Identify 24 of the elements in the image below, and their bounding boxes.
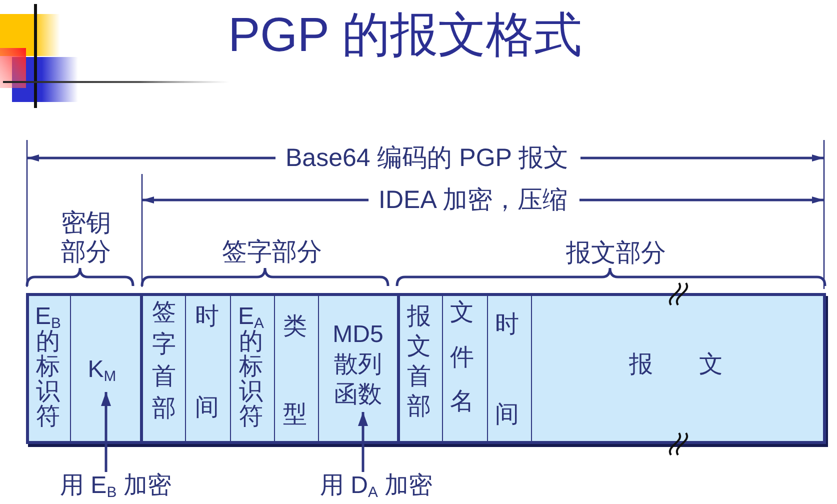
field-label: K$_{M}$ — [86, 356, 118, 384]
field-label: 间 — [195, 396, 219, 420]
arrow — [101, 392, 111, 472]
arrow — [358, 412, 368, 472]
annotation-text: 用 E$_{B}$ 加密 — [60, 472, 172, 500]
section-label: 密钥部分 — [60, 209, 112, 267]
field-label: E$_{A}$的标识符 — [237, 304, 265, 429]
field-label: 间 — [495, 403, 519, 427]
diagram-title: PGP 的报文格式 — [228, 8, 582, 64]
section-label: 报文部分 — [566, 239, 666, 268]
field-label: 类 — [283, 315, 307, 339]
field-label: 型 — [283, 403, 307, 427]
field-label: 文件名 — [449, 302, 475, 413]
field-label: 时 — [495, 313, 519, 337]
field-label: 时 — [195, 305, 219, 329]
dimension-label: IDEA 加密，压缩 — [378, 185, 568, 215]
dimension-label: Base64 编码的 PGP 报文 — [286, 143, 568, 173]
annotation-text: 用 D$_{A}$ 加密 — [320, 472, 433, 500]
field-label: E$_{B}$的标识符 — [34, 304, 62, 429]
field-label: 报文首部 — [406, 302, 432, 422]
section-label: 签字部分 — [222, 238, 322, 267]
field-label: 报文 — [629, 354, 723, 376]
field-label: MD5 散列函数 — [332, 320, 384, 410]
field-label: 签字首部 — [151, 298, 177, 424]
